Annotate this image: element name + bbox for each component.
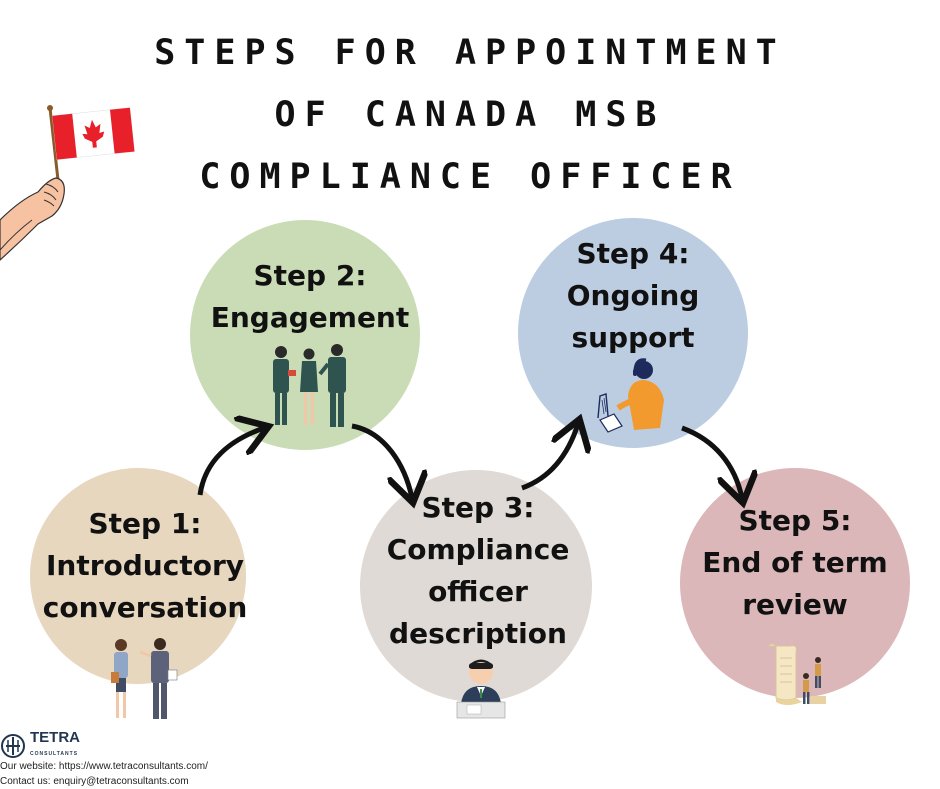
step-1-circle xyxy=(30,468,246,684)
step-1-text-2: conversation xyxy=(42,591,248,624)
title-line-1: STEPS FOR APPOINTMENT xyxy=(154,33,786,73)
arrow-step1-to-step2 xyxy=(197,428,264,496)
step-1-label: Step 1: Introductory conversation xyxy=(30,503,260,629)
document-review-icon xyxy=(766,643,826,705)
step-1-number: Step 1: xyxy=(88,507,202,540)
step-4-text-1: Ongoing xyxy=(566,279,700,312)
tetra-logo-icon xyxy=(1,734,25,758)
step-2-text-1: Engagement xyxy=(210,301,410,334)
step-2-label: Step 2: Engagement xyxy=(190,255,430,339)
website-link[interactable]: Our website: https://www.tetraconsultant… xyxy=(0,761,208,772)
page-title: STEPS FOR APPOINTMENT OF CANADA MSB COMP… xyxy=(0,22,940,208)
officer-at-desk-icon xyxy=(456,659,506,719)
step-3-label: Step 3: Compliance officer description xyxy=(358,487,598,655)
hand-holding-canada-flag-icon xyxy=(0,105,135,261)
tetra-logo: TETRA CONSULTANTS xyxy=(0,730,208,759)
footer: TETRA CONSULTANTS Our website: https://w… xyxy=(0,730,208,789)
arrow-step3-to-step4 xyxy=(521,424,578,491)
step-5-text-2: review xyxy=(742,588,848,621)
step-1-text-1: Introductory xyxy=(45,549,245,582)
step-5-text-1: End of term xyxy=(702,546,888,579)
logo-subtitle: CONSULTANTS xyxy=(30,751,79,757)
step-3-text-3: description xyxy=(389,617,567,650)
step-3-number: Step 3: xyxy=(421,491,535,524)
step-4-label: Step 4: Ongoing support xyxy=(518,233,748,359)
step-4-text-2: support xyxy=(571,321,695,354)
step-5-label: Step 5: End of term review xyxy=(680,500,910,626)
title-line-3: COMPLIANCE OFFICER xyxy=(199,157,741,197)
step-2-number: Step 2: xyxy=(253,259,367,292)
two-business-people-icon xyxy=(111,638,178,719)
support-agent-headset-icon xyxy=(597,358,664,433)
contact-email[interactable]: Contact us: enquiry@tetraconsultants.com xyxy=(0,776,189,787)
step-5-number: Step 5: xyxy=(738,504,852,537)
step-4-number: Step 4: xyxy=(576,237,690,270)
arrow-step4-to-step5 xyxy=(681,425,742,498)
team-meeting-icon xyxy=(273,344,346,427)
step-3-text-2: officer xyxy=(428,575,528,608)
title-line-2: OF CANADA MSB xyxy=(274,95,666,135)
arrow-step2-to-step3 xyxy=(351,423,412,498)
step-3-text-1: Compliance xyxy=(386,533,570,566)
logo-name: TETRA xyxy=(30,729,80,746)
